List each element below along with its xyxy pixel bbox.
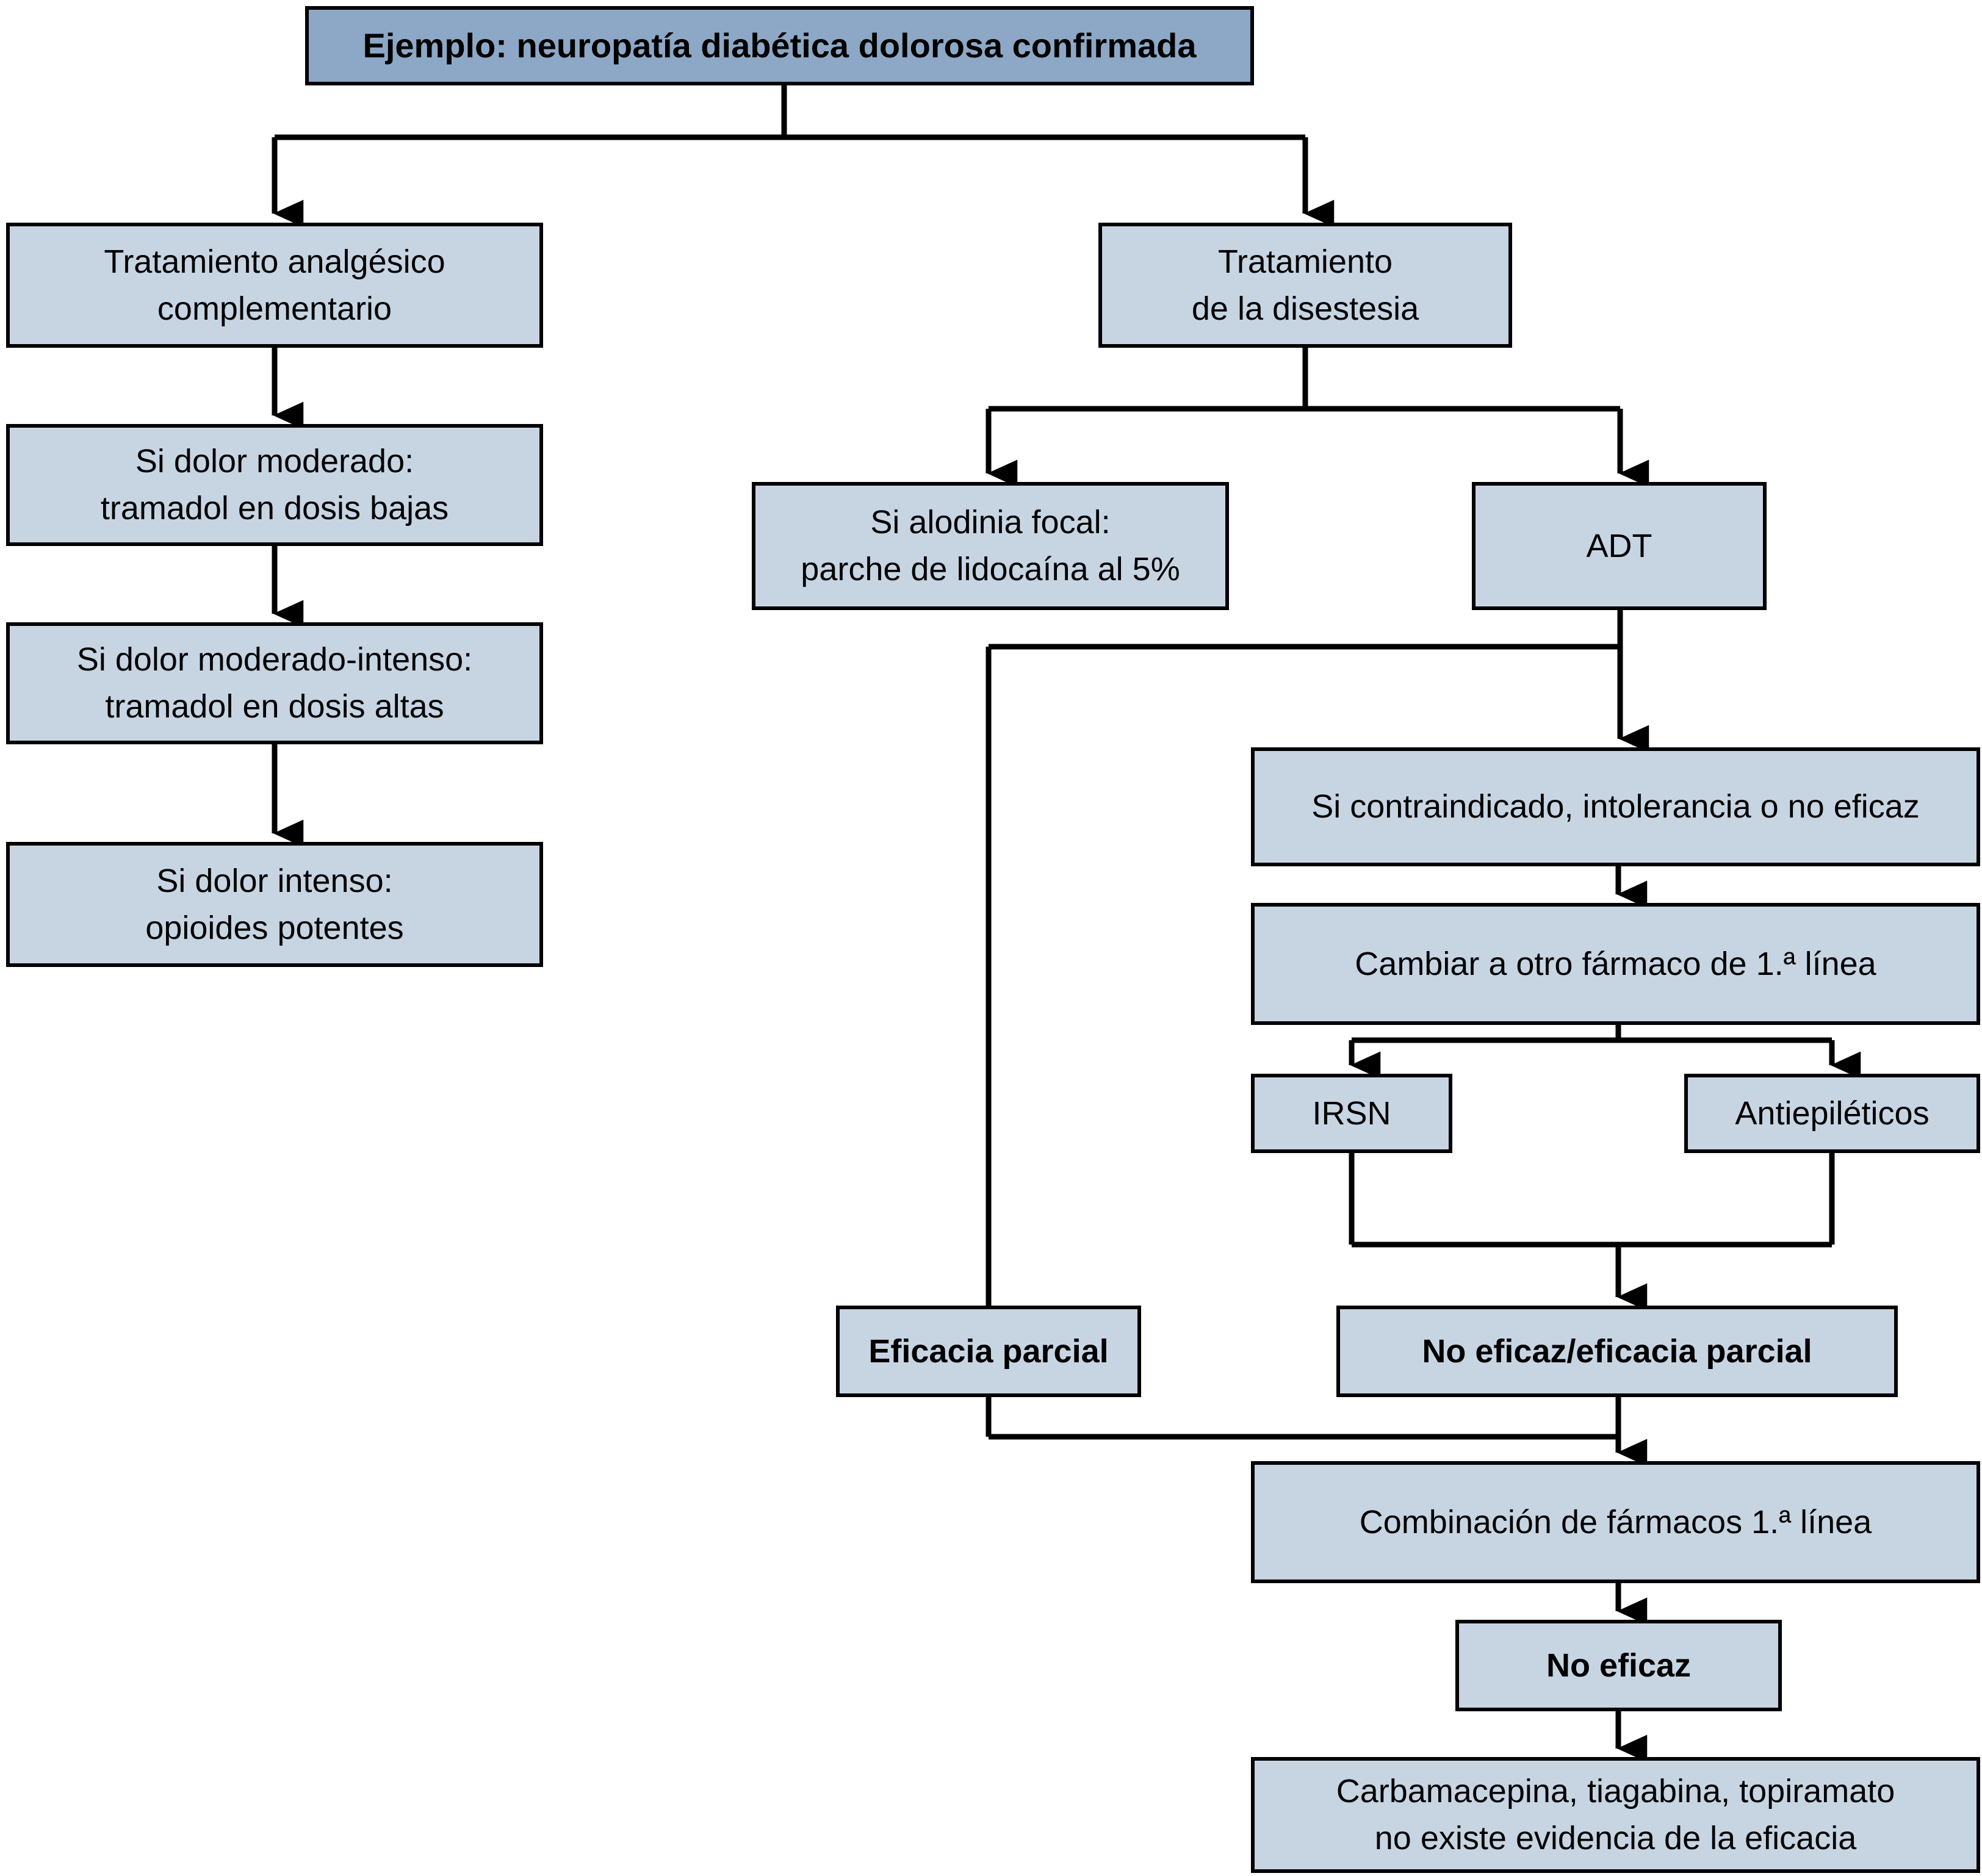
node-contraindicado: Si contraindicado, intolerancia o no efi… [1251,747,1980,866]
node-alodinia-focal: Si alodinia focal: parche de lidocaína a… [752,482,1229,610]
node-no-eficaz-eficacia-parcial: No eficaz/eficacia parcial [1336,1306,1898,1397]
node-tratamiento-disestesia: Tratamiento de la disestesia [1098,223,1512,348]
node-dolor-intenso: Si dolor intenso: opioides potentes [6,842,543,967]
node-cambiar-farmaco: Cambiar a otro fármaco de 1.ª línea [1251,903,1980,1025]
node-combinacion-farmacos: Combinación de fármacos 1.ª línea [1251,1461,1980,1583]
node-eficacia-parcial: Eficacia parcial [836,1306,1141,1397]
node-dolor-moderado-intenso: Si dolor moderado-intenso: tramadol en d… [6,622,543,744]
node-adt: ADT [1472,482,1767,610]
node-no-eficaz: No eficaz [1455,1620,1782,1711]
node-irsn: IRSN [1251,1074,1452,1153]
node-carbamacepina: Carbamacepina, tiagabina, topiramato no … [1251,1757,1980,1873]
node-title: Ejemplo: neuropatía diabética dolorosa c… [305,6,1254,85]
node-antiepileticos: Antiepiléticos [1684,1074,1980,1153]
node-tratamiento-analgesico: Tratamiento analgésico complementario [6,223,543,348]
node-dolor-moderado: Si dolor moderado: tramadol en dosis baj… [6,424,543,546]
